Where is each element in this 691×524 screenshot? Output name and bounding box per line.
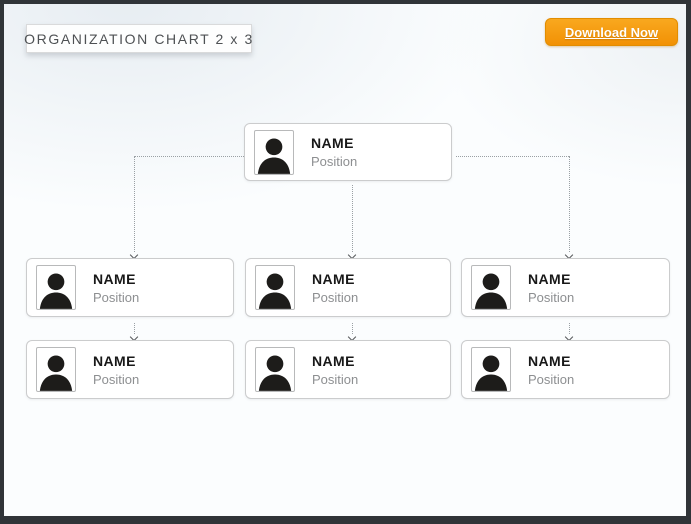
person-silhouette-icon [258, 273, 292, 309]
node-name: NAME [528, 270, 571, 287]
connector-root-left-horizontal [134, 156, 248, 157]
person-silhouette-icon [258, 355, 292, 391]
node-name: NAME [528, 352, 571, 369]
connector-root-right-horizontal [456, 156, 569, 157]
person-silhouette-icon [39, 273, 73, 309]
avatar [36, 347, 76, 392]
person-silhouette-icon [474, 355, 508, 391]
org-node-middle-1: NAME Position [26, 258, 234, 317]
connector-col2-vertical [352, 323, 353, 334]
org-node-bottom-3: NAME Position [461, 340, 670, 399]
node-name: NAME [312, 352, 355, 369]
org-node-middle-3: NAME Position [461, 258, 670, 317]
node-name: NAME [312, 270, 355, 287]
avatar [255, 347, 295, 392]
connector-root-middle-vertical [352, 185, 353, 252]
avatar [255, 265, 295, 310]
connector-col3-vertical [569, 323, 570, 334]
node-name: NAME [93, 270, 136, 287]
node-position: Position [528, 371, 575, 387]
node-name: NAME [311, 135, 354, 151]
node-position: Position [312, 289, 359, 305]
person-silhouette-icon [257, 137, 291, 174]
avatar [471, 265, 511, 310]
node-name: NAME [93, 352, 136, 369]
avatar [471, 347, 511, 392]
person-silhouette-icon [39, 355, 73, 391]
avatar [36, 265, 76, 310]
connector-root-left-vertical [134, 156, 135, 252]
download-now-button[interactable]: Download Now [545, 18, 678, 46]
org-node-root: NAME Position [244, 123, 452, 181]
connector-col1-vertical [134, 323, 135, 334]
page-background: ORGANIZATION CHART 2 x 3 Download Now [4, 4, 686, 516]
person-silhouette-icon [474, 273, 508, 309]
page-title: ORGANIZATION CHART 2 x 3 [24, 30, 254, 47]
node-position: Position [312, 371, 359, 387]
org-node-middle-2: NAME Position [245, 258, 451, 317]
avatar [254, 129, 294, 175]
node-position: Position [311, 154, 358, 169]
node-position: Position [528, 289, 575, 305]
connector-root-right-vertical [569, 156, 570, 252]
org-node-bottom-2: NAME Position [245, 340, 451, 399]
download-now-label: Download Now [564, 24, 659, 40]
node-position: Position [93, 289, 140, 305]
node-position: Position [93, 371, 140, 387]
org-node-bottom-1: NAME Position [26, 340, 234, 399]
template-title-box: ORGANIZATION CHART 2 x 3 [24, 24, 254, 53]
